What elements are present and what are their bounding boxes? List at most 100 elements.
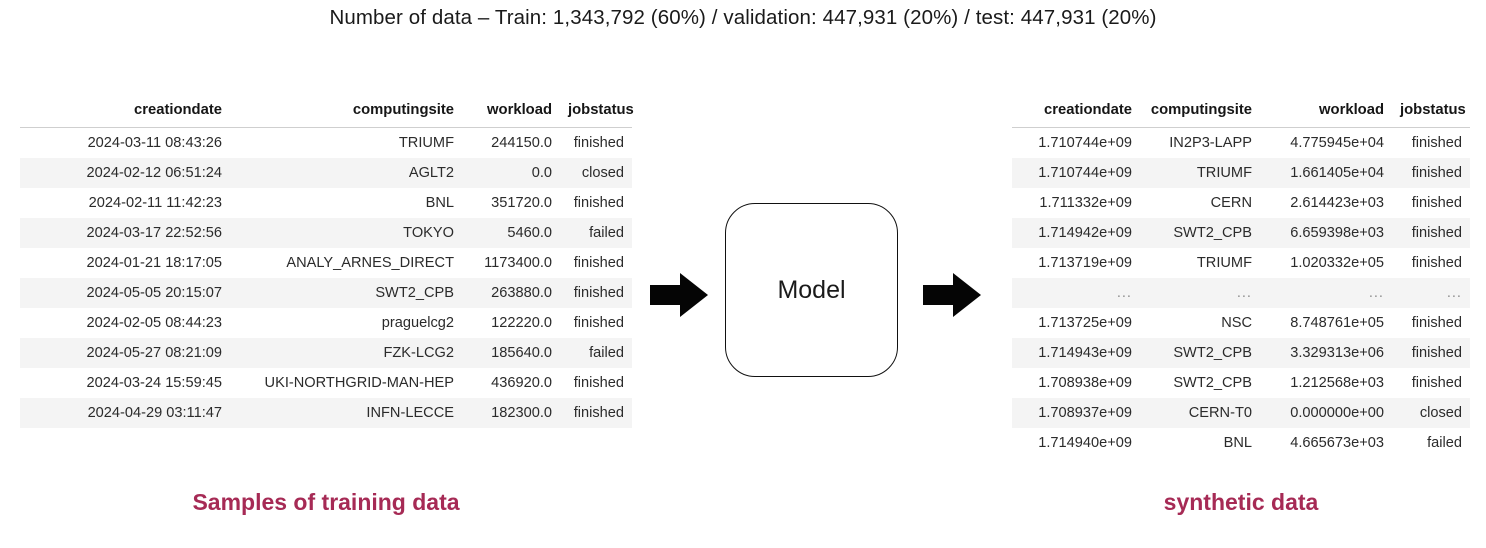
table-cell-status: finished — [573, 195, 624, 211]
table-cell-status: finished — [1411, 195, 1462, 211]
table-cell-site: ... — [1236, 285, 1252, 301]
table-cell-site: FZK-LCG2 — [383, 345, 454, 361]
table-cell-work: 8.748761e+05 — [1290, 315, 1384, 331]
column-header-creationdate: creationdate — [1012, 97, 1140, 128]
table-cell-site: praguelcg2 — [381, 315, 454, 331]
table-cell-status: finished — [1411, 135, 1462, 151]
table-cell-work: 0.0 — [531, 165, 552, 181]
table-cell-status: failed — [1427, 435, 1462, 451]
table-cell-site: TOKYO — [403, 225, 454, 241]
table-cell-site: TRIUMF — [1196, 255, 1252, 271]
table-cell-site: NSC — [1221, 315, 1252, 331]
training-data-caption: Samples of training data — [192, 489, 460, 515]
table-cell-work: 1173400.0 — [484, 255, 552, 271]
table-cell-date: ... — [1116, 285, 1132, 301]
table-cell-status: finished — [1411, 345, 1462, 361]
table-row: 1.714943e+09 SWT2_CPB 3.329313e+06 finished — [1012, 338, 1470, 368]
arrow-right-icon — [650, 273, 708, 317]
column-header-computingsite: computingsite — [1140, 97, 1260, 128]
table-cell-date: 2024-02-05 08:44:23 — [86, 315, 222, 331]
table-cell-work: 1.020332e+05 — [1290, 255, 1384, 271]
table-cell-work: 6.659398e+03 — [1290, 225, 1384, 241]
model-box: Model — [725, 203, 898, 377]
table-cell-work: 2.614423e+03 — [1290, 195, 1384, 211]
table-cell-status: finished — [573, 255, 624, 271]
training-data-table: creationdate computingsite workload jobs… — [20, 97, 634, 428]
table-cell-site: AGLT2 — [408, 165, 454, 181]
table-cell-date: 1.713725e+09 — [1038, 315, 1132, 331]
synthetic-data-table: creationdate computingsite workload jobs… — [1012, 97, 1470, 458]
table-cell-date: 1.714943e+09 — [1038, 345, 1132, 361]
table-cell-work: 185640.0 — [491, 345, 552, 361]
table-cell-site: CERN-T0 — [1188, 405, 1252, 421]
model-label: Model — [777, 275, 846, 304]
table-cell-status: failed — [589, 225, 624, 241]
column-header-creationdate: creationdate — [20, 97, 230, 128]
table-cell-date: 2024-03-24 15:59:45 — [86, 375, 222, 391]
table-row: 1.714940e+09 BNL 4.665673e+03 failed — [1012, 428, 1470, 458]
table-row: ............ — [1012, 278, 1470, 308]
table-row: 1.708938e+09 SWT2_CPB 1.212568e+03 finished — [1012, 368, 1470, 398]
table-cell-work: 4.665673e+03 — [1290, 435, 1384, 451]
table-cell-status: finished — [573, 405, 624, 421]
table-row: 1.713719e+09 TRIUMF 1.020332e+05 finished — [1012, 248, 1470, 278]
table-cell-work: 1.661405e+04 — [1290, 165, 1384, 181]
table-cell-site: BNL — [1223, 435, 1252, 451]
column-header-workload: workload — [462, 97, 560, 128]
table-cell-site: IN2P3-LAPP — [1169, 135, 1252, 151]
table-cell-date: 2024-03-17 22:52:56 — [86, 225, 222, 241]
table-cell-work: 3.329313e+06 — [1290, 345, 1384, 361]
table-header-row: creationdate computingsite workload jobs… — [1012, 97, 1470, 128]
table-cell-status: failed — [589, 345, 624, 361]
table-cell-date: 1.714942e+09 — [1038, 225, 1132, 241]
column-header-jobstatus: jobstatus — [560, 97, 634, 128]
table-cell-status: finished — [1411, 255, 1462, 271]
table-cell-date: 2024-05-05 20:15:07 — [86, 285, 222, 301]
table-cell-site: SWT2_CPB — [375, 285, 454, 301]
table-cell-site: BNL — [425, 195, 454, 211]
table-cell-date: 1.713719e+09 — [1038, 255, 1132, 271]
table-cell-date: 2024-01-21 18:17:05 — [86, 255, 222, 271]
table-cell-site: TRIUMF — [1196, 165, 1252, 181]
table-cell-date: 2024-05-27 08:21:09 — [86, 345, 222, 361]
table-cell-site: INFN-LECCE — [366, 405, 454, 421]
table-cell-status: finished — [573, 375, 624, 391]
synthetic-data-caption: synthetic data — [1163, 489, 1319, 515]
table-cell-date: 1.710744e+09 — [1038, 135, 1132, 151]
table-cell-work: 182300.0 — [491, 405, 552, 421]
table-cell-work: 1.212568e+03 — [1290, 375, 1384, 391]
table-cell-work: 263880.0 — [491, 285, 552, 301]
table-cell-status: finished — [1411, 225, 1462, 241]
table-cell-date: 2024-02-12 06:51:24 — [86, 165, 222, 181]
table-cell-work: 122220.0 — [491, 315, 552, 331]
table-cell-work: ... — [1368, 285, 1384, 301]
table-row: 1.710744e+09 IN2P3-LAPP 4.775945e+04 finish… — [1012, 127, 1470, 158]
table-cell-date: 1.714940e+09 — [1038, 435, 1132, 451]
table-row: 1.713725e+09 NSC 8.748761e+05 finished — [1012, 308, 1470, 338]
table-cell-work: 436920.0 — [491, 375, 552, 391]
arrow-right-icon — [923, 273, 981, 317]
table-cell-site: SWT2_CPB — [1173, 345, 1252, 361]
table-cell-date: 2024-02-11 11:42:23 — [88, 195, 222, 211]
column-header-jobstatus: jobstatus — [1392, 97, 1470, 128]
table-cell-date: 2024-03-11 08:43:26 — [87, 135, 222, 151]
table-cell-date: 1.708938e+09 — [1038, 375, 1132, 391]
table-cell-status: ... — [1446, 285, 1462, 301]
table-cell-status: finished — [1411, 315, 1462, 331]
table-cell-work: 351720.0 — [491, 195, 552, 211]
page-title: Number of data – Train: 1,343,792 (60%) … — [329, 6, 1157, 29]
table-cell-site: SWT2_CPB — [1173, 375, 1252, 391]
table-cell-status: finished — [1411, 375, 1462, 391]
table-row: 2024-02-11 11:42:23 BNL 351720.0 finished — [20, 188, 632, 218]
table-cell-work: 4.775945e+04 — [1290, 135, 1384, 151]
